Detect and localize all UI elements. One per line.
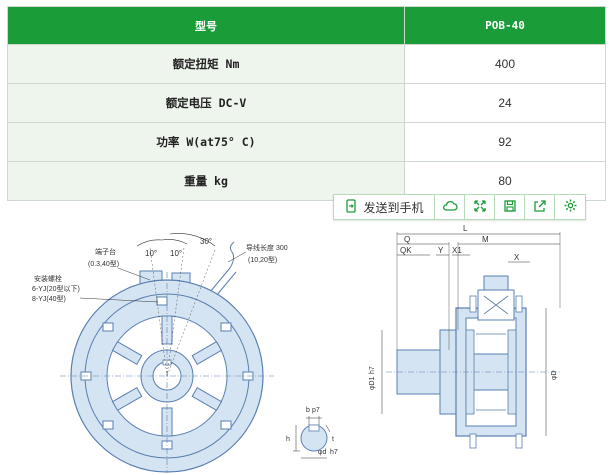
- angle-label-3: 30°: [200, 237, 212, 246]
- keyway-depth: t: [332, 436, 334, 443]
- keyway-detail: b p7 h t φd h7: [286, 407, 338, 459]
- row-value-voltage: 24: [404, 83, 606, 123]
- table-row: 额定电压 DC-V 24: [7, 83, 606, 123]
- shaft-diameter-tol: h7: [330, 449, 338, 456]
- side-view: L M Q QK Y X1 X φD1 h7 φD: [369, 224, 561, 449]
- row-value-power: 92: [404, 122, 606, 162]
- shaft-diameter: φd: [318, 449, 327, 456]
- share-toolbar: 发送到手机: [333, 194, 586, 220]
- send-to-phone-label: 发送到手机: [363, 200, 424, 215]
- row-label-voltage: 额定电压 DC-V: [7, 83, 405, 123]
- header-model-value: POB-40: [404, 6, 606, 45]
- terminal-note: (0.3,40型): [88, 259, 119, 268]
- spec-table: 型号 POB-40 额定扭矩 Nm 400 额定电压 DC-V 24 功率 W(…: [7, 6, 606, 201]
- row-label-weight: 重量 kg: [7, 161, 405, 201]
- expand-icon: [473, 198, 487, 217]
- cloud-icon: [442, 198, 458, 217]
- dim-L: L: [463, 224, 468, 233]
- row-label-torque: 额定扭矩 Nm: [7, 44, 405, 84]
- send-to-phone-button[interactable]: 发送到手机: [334, 195, 435, 219]
- share-icon: [533, 198, 547, 217]
- save-icon: [503, 198, 517, 217]
- settings-icon: [563, 198, 578, 217]
- cloud-button[interactable]: [435, 195, 465, 219]
- row-value-torque: 400: [404, 44, 606, 84]
- dim-M: M: [482, 235, 489, 244]
- dim-X1: X1: [452, 246, 462, 255]
- expand-button[interactable]: [465, 195, 495, 219]
- keyway-height: h: [286, 436, 290, 443]
- table-row: 额定扭矩 Nm 400: [7, 44, 606, 84]
- bolt-note-1: 6-YJ(20型以下): [32, 284, 80, 293]
- dim-D1: φD1: [369, 376, 376, 390]
- lead-length-note: (10,20型): [248, 255, 277, 264]
- dim-D1-tol: h7: [369, 366, 376, 374]
- save-button[interactable]: [495, 195, 525, 219]
- keyway-width-tol: p7: [312, 407, 320, 414]
- header-model-label: 型号: [7, 6, 405, 45]
- dim-Y: Y: [438, 246, 444, 255]
- angle-label-2: 10°: [170, 249, 182, 258]
- bolt-note-2: 8-YJ(40型): [32, 294, 66, 303]
- lead-length-label: 导线长度 300: [246, 243, 288, 252]
- table-header-row: 型号 POB-40: [7, 6, 606, 45]
- share-button[interactable]: [525, 195, 555, 219]
- technical-drawing: 10° 10° 30° 端子台 (0.3,40型) 安装螺栓 6-YJ(20型以…: [32, 224, 561, 473]
- row-label-power: 功率 W(at75° C): [7, 122, 405, 162]
- terminal-label: 端子台: [95, 247, 116, 256]
- send-phone-icon: [344, 198, 358, 217]
- table-row: 重量 kg 80: [7, 161, 606, 201]
- table-row: 功率 W(at75° C) 92: [7, 122, 606, 162]
- bolt-label: 安装螺栓: [34, 274, 62, 283]
- settings-button[interactable]: [555, 195, 585, 219]
- front-view: 10° 10° 30° 端子台 (0.3,40型) 安装螺栓 6-YJ(20型以…: [32, 233, 288, 473]
- dim-Q: Q: [404, 235, 410, 244]
- dim-X: X: [514, 253, 520, 262]
- angle-label-1: 10°: [145, 249, 157, 258]
- dim-D: φD: [551, 370, 558, 380]
- keyway-width: b: [306, 407, 310, 414]
- dim-QK: QK: [400, 246, 412, 255]
